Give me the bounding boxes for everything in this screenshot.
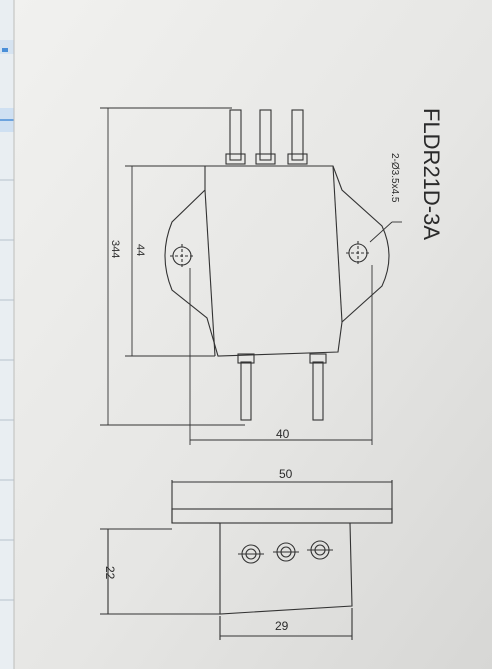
side-view bbox=[100, 480, 393, 640]
bottom-terminals bbox=[237, 353, 327, 421]
dim-outer-height: 344 bbox=[109, 240, 121, 258]
hole-callout: 2-Ø3.5x4.5 bbox=[389, 153, 400, 203]
dim-inner-height: 44 bbox=[134, 244, 146, 256]
dim-hole-spacing: 40 bbox=[276, 427, 290, 441]
dim-body-height: 22 bbox=[103, 566, 117, 580]
top-terminals bbox=[225, 109, 308, 165]
dimension-lines-top bbox=[100, 107, 402, 445]
dim-flange-width: 50 bbox=[279, 467, 293, 481]
background-window bbox=[0, 0, 16, 669]
filter-body bbox=[164, 165, 390, 357]
part-title: FLDR21D-3A bbox=[419, 108, 444, 240]
technical-drawing bbox=[100, 107, 402, 640]
paper-sheet bbox=[14, 0, 492, 669]
dim-body-width: 29 bbox=[275, 619, 289, 633]
